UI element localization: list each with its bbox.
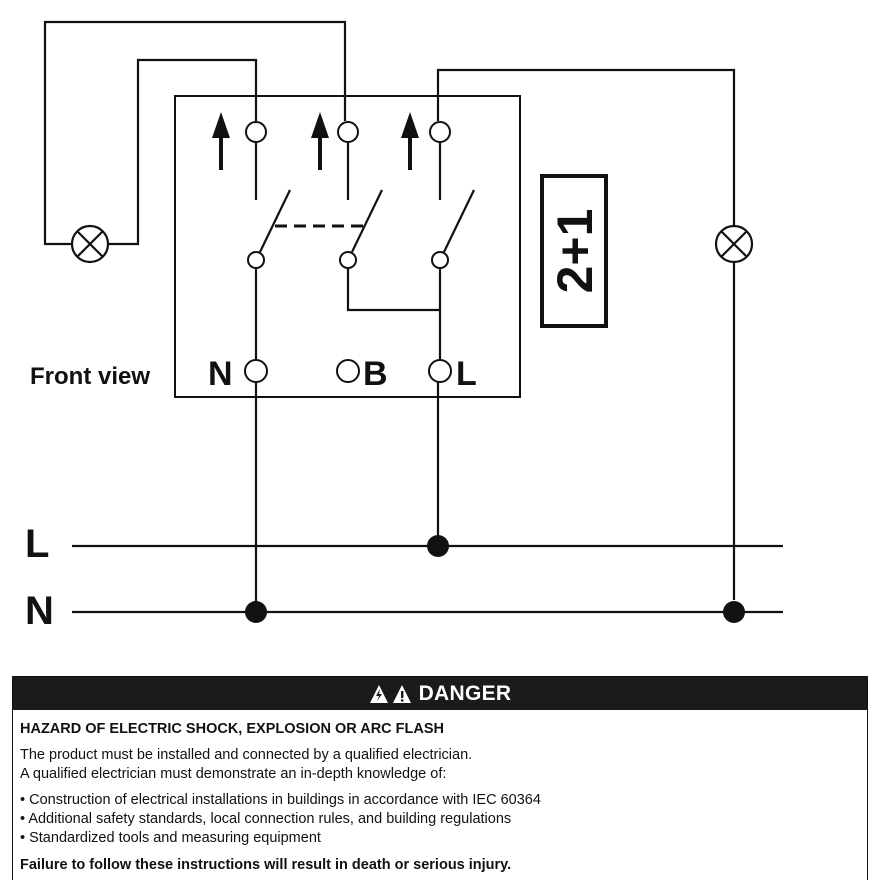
terminal-n	[244, 359, 268, 383]
lamp-left-wire-outer	[43, 20, 347, 246]
arrow-up-icon	[212, 112, 230, 170]
junction-n-left	[245, 601, 267, 623]
danger-notice: DANGER HAZARD OF ELECTRIC SHOCK, EXPLOSI…	[12, 676, 868, 880]
junction-n-right	[723, 601, 745, 623]
terminal-top-1	[245, 121, 267, 143]
danger-warning: Failure to follow these instructions wil…	[20, 857, 512, 873]
bus-n-label: N	[25, 589, 54, 633]
list-item: Construction of electrical installations…	[20, 791, 859, 810]
danger-header: DANGER	[13, 677, 867, 710]
device-enclosure	[174, 95, 521, 398]
terminal-l-label: L	[456, 355, 477, 393]
switch-contact-icon	[443, 189, 475, 253]
switch-contact-icon	[259, 189, 291, 253]
internal-bridge	[346, 268, 440, 312]
lamp-right-wire-top	[436, 68, 736, 226]
danger-line: A qualified electrician must demonstrate…	[20, 766, 447, 782]
danger-title: DANGER	[418, 681, 512, 705]
arrow-up-icon	[311, 112, 329, 170]
danger-body: HAZARD OF ELECTRIC SHOCK, EXPLOSION OR A…	[13, 710, 867, 875]
contact-bottom-3	[431, 251, 449, 269]
terminal-n-label: N	[208, 355, 233, 393]
list-item: Additional safety standards, local conne…	[20, 810, 859, 829]
wiring-diagram: Front view N B L 2+1 L N	[25, 20, 783, 633]
lamp-icon	[714, 224, 754, 264]
contact-bottom-1	[247, 251, 265, 269]
terminal-b	[336, 359, 360, 383]
type-badge-label: 2+1	[547, 209, 603, 294]
terminal-b-label: B	[363, 355, 388, 393]
switch-contact-icon	[351, 189, 383, 253]
danger-heading: HAZARD OF ELECTRIC SHOCK, EXPLOSION OR A…	[20, 721, 444, 737]
front-view-label: Front view	[30, 363, 150, 390]
warning-triangle-icon	[369, 684, 413, 704]
lamp-left-wire-inner	[108, 58, 258, 246]
terminal-top-3	[429, 121, 451, 143]
type-badge	[540, 174, 608, 328]
lamp-icon	[70, 224, 110, 264]
bus-l-label: L	[25, 522, 49, 566]
danger-bullet-list: Construction of electrical installations…	[20, 791, 859, 848]
terminal-l	[428, 359, 452, 383]
contact-bottom-2	[339, 251, 357, 269]
terminal-top-2	[337, 121, 359, 143]
danger-line: The product must be installed and connec…	[20, 747, 473, 763]
arrow-up-icon	[401, 112, 419, 170]
junction-l	[427, 535, 449, 557]
list-item: Standardized tools and measuring equipme…	[20, 829, 859, 848]
